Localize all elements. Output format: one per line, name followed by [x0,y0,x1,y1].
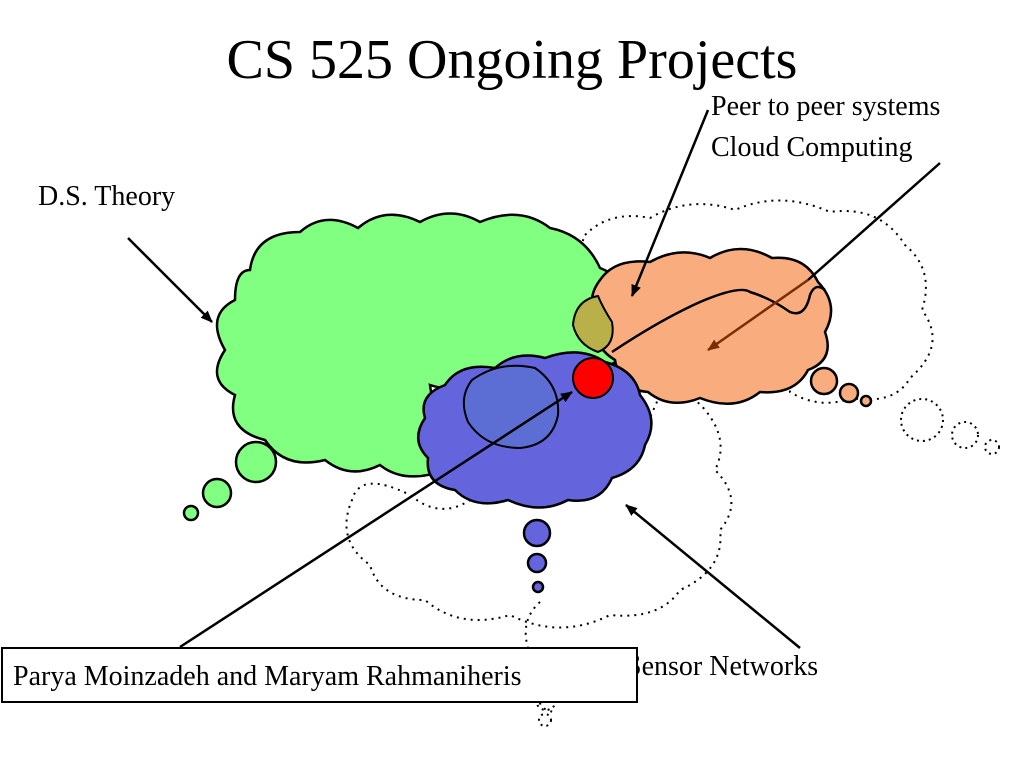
sensor-cloud [417,351,653,509]
authors-arrow [179,390,573,649]
theory-bubbles [182,440,278,522]
p2p-arrow [630,109,710,297]
overlap-region [571,294,614,354]
overlap-dot [572,357,614,399]
cloud-computing-cloud [590,247,833,405]
slide-title: CS 525 Ongoing Projects [226,29,798,91]
cloud-computing-bubbles [809,366,873,408]
cloud-computing-label: Cloud Computing [711,132,913,163]
cloud-computing-arrow-lower [707,278,809,352]
authors-box: Parya Moinzadeh and Maryam Rahmaniheris [1,647,638,703]
sensor-bubbles [522,518,552,594]
theory-arrow [127,237,213,323]
wavy-line [611,285,826,354]
theory-label: D.S. Theory [38,181,176,212]
dotted-bubbles-right [900,398,1000,455]
sensor-networks-label: Sensor Networks [626,651,819,682]
cloud-computing-arrow-upper [807,162,941,281]
sensor-arrow [625,504,801,649]
p2p-label: Peer to peer systems [711,91,941,122]
